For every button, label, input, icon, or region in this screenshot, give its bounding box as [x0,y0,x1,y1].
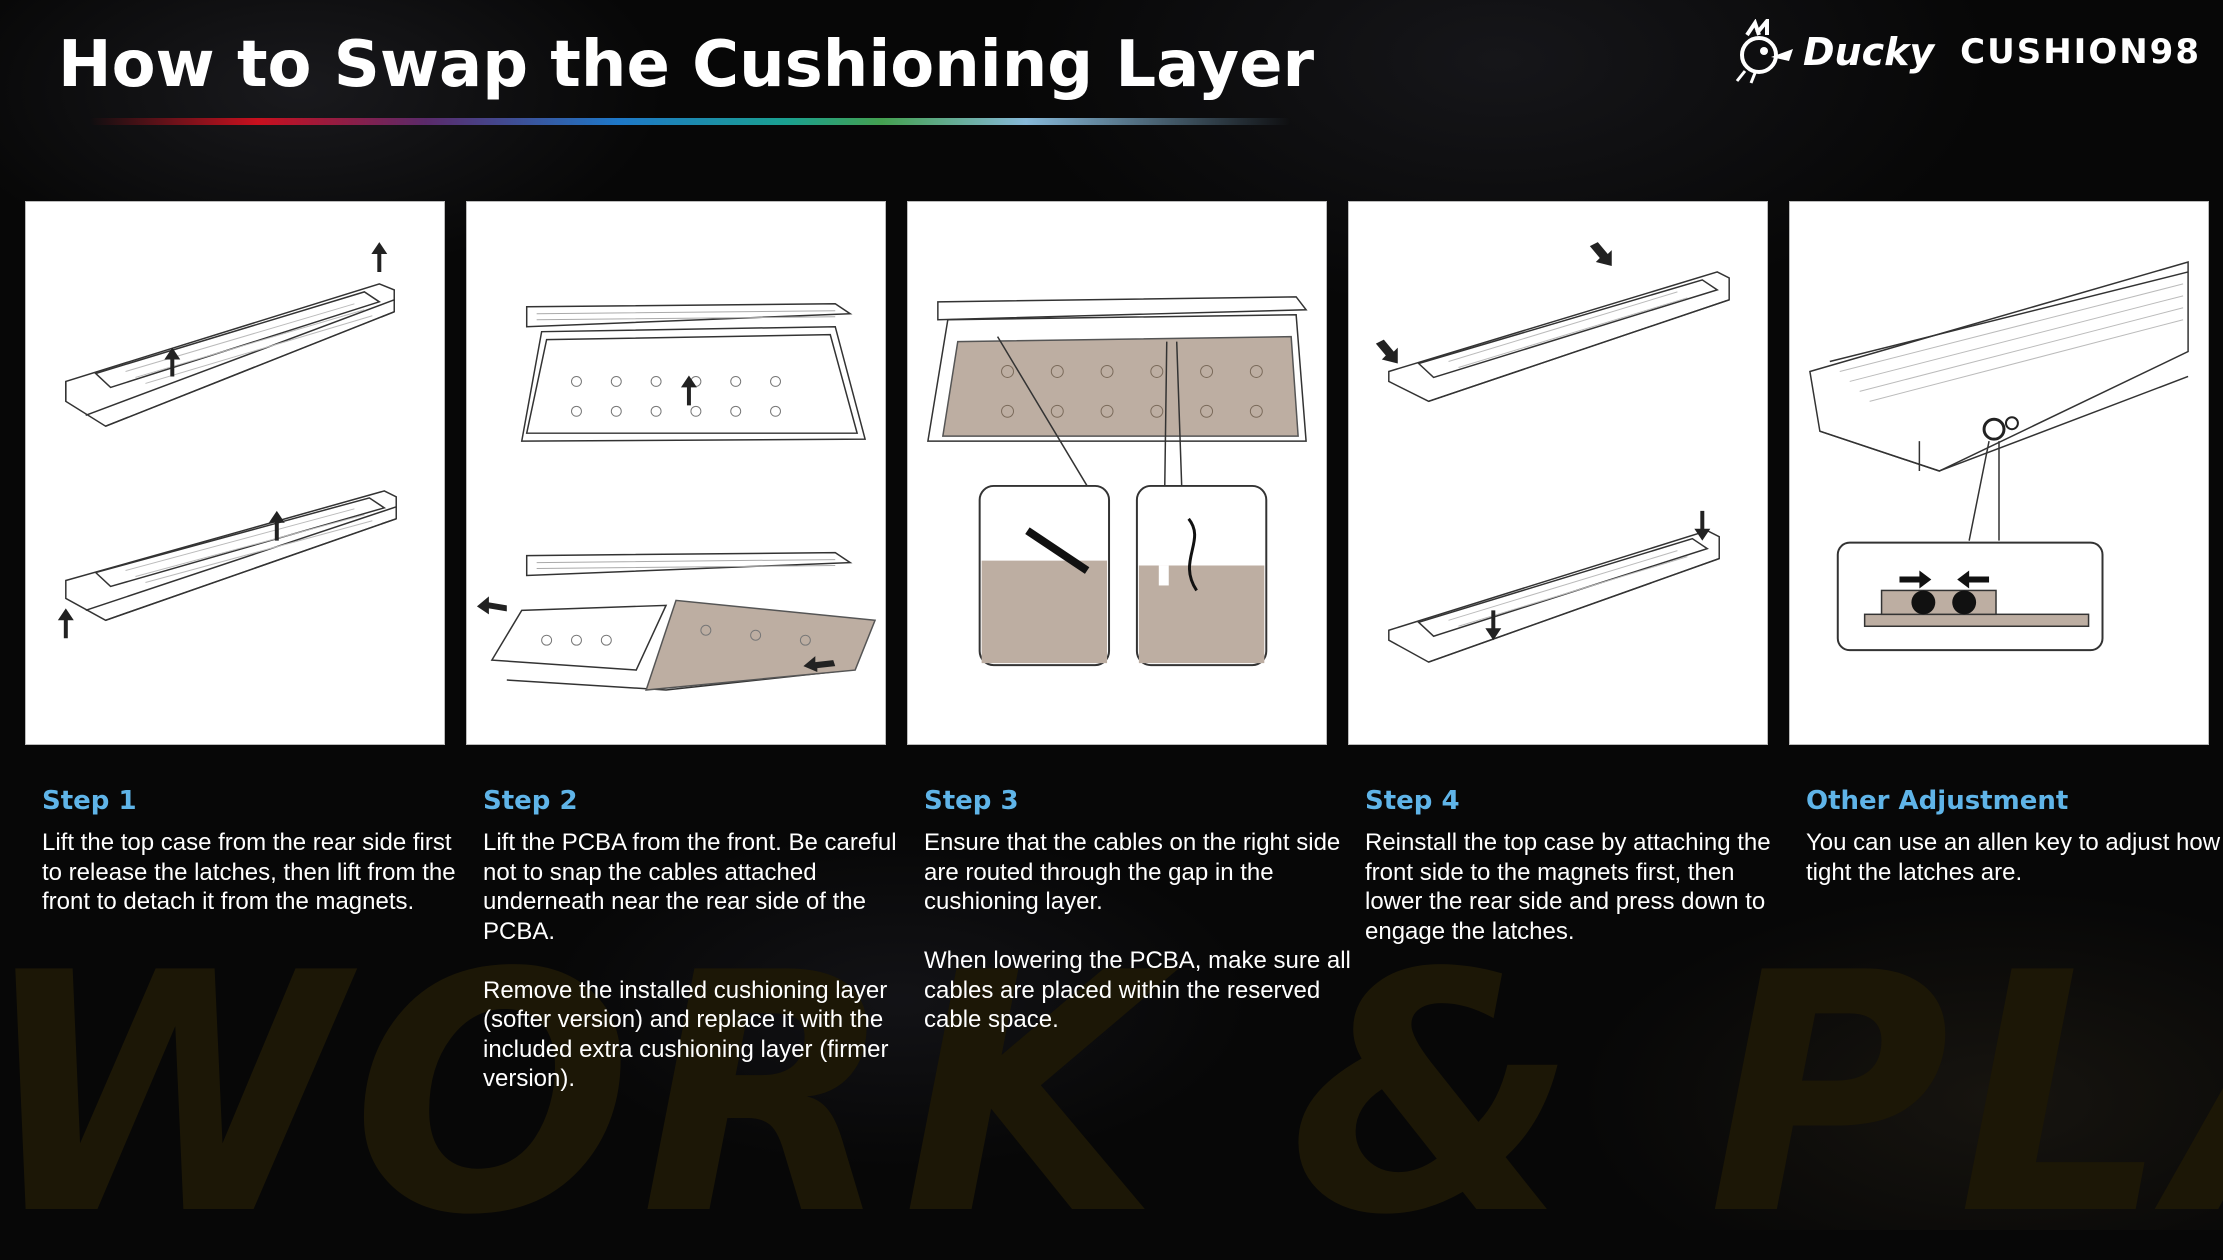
step-2-text-1: Lift the PCBA from the front. Be careful… [483,829,897,945]
step-2-title: Step 2 [483,786,578,816]
step-3-illustration-panel [907,201,1327,745]
step-3-text-1: Ensure that the cables on the right side… [924,829,1341,915]
step-4-title: Step 4 [1365,786,1460,816]
brand-logos: Ducky CUSHION98 [1731,12,2201,92]
keyboard-reinstall-illustration [1375,242,1730,663]
step-2-illustration-panel [466,201,886,745]
step-3-text-2: When lowering the PCBA, make sure all ca… [924,947,1351,1033]
step-2-column: Step 2 Lift the PCBA from the front. Be … [483,782,913,1123]
title-gradient-bar [90,118,1290,125]
keyboard-lift-illustration [57,242,397,639]
other-adjustment-text: You can use an allen key to adjust how t… [1806,829,2221,886]
other-adjustment-title: Other Adjustment [1806,786,2069,816]
step-1-illustration-panel [25,201,445,745]
pcba-cushion-swap-illustration [476,303,877,691]
page-title: How to Swap the Cushioning Layer [58,28,1315,102]
ducky-logo: Ducky [1731,19,1934,85]
allen-key-adjust-illustration [1809,261,2189,652]
step-2-text-2: Remove the installed cushioning layer (s… [483,976,889,1093]
step-1-text: Lift the top case from the rear side fir… [42,829,456,915]
cable-routing-illustration [927,296,1308,667]
step-1-title: Step 1 [42,786,137,816]
step-4-column: Step 4 Reinstall the top case by attachi… [1365,782,1795,976]
step-4-text: Reinstall the top case by attaching the … [1365,829,1771,945]
duck-head-icon [1735,19,1793,84]
step-4-illustration-panel [1348,201,1768,745]
step-3-title: Step 3 [924,786,1019,816]
product-logo-text: CUSHION98 [1960,32,2201,72]
ducky-logo-text: Ducky [1803,30,1935,74]
other-adjustment-column: Other Adjustment You can use an allen ke… [1806,782,2223,917]
adjustment-illustration-panel [1789,201,2209,745]
step-1-column: Step 1 Lift the top case from the rear s… [42,782,472,946]
background-watermark: WORK & PLAY [0,930,2223,1260]
step-3-column: Step 3 Ensure that the cables on the rig… [924,782,1354,1064]
